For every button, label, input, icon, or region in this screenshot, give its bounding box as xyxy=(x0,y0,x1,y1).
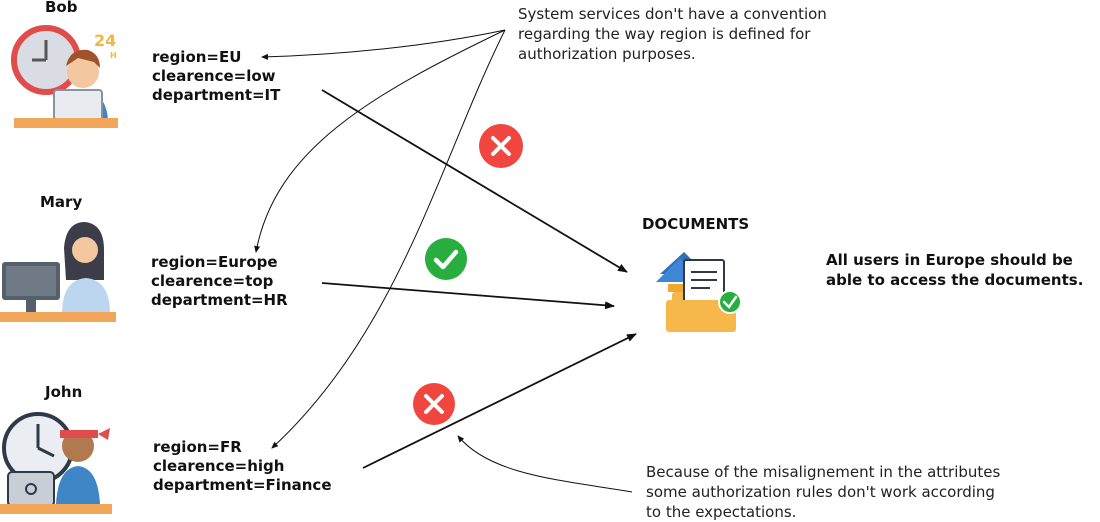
misalignment-note: Because of the misalignement in the attr… xyxy=(646,463,1001,521)
bob-avatar-icon: 24 H xyxy=(11,25,118,128)
user-name-mary: Mary xyxy=(40,193,83,211)
policy-statement: All users in Europe should be able to ac… xyxy=(826,251,1084,289)
user-name-john: John xyxy=(45,383,83,401)
x-circle-icon xyxy=(413,383,455,425)
mary-attr-department: department=HR xyxy=(151,291,288,309)
bob-attr-clearance: clearence=low xyxy=(152,67,276,85)
arrow-bob-to-documents xyxy=(321,89,628,273)
user-name-bob: Bob xyxy=(45,0,78,16)
services-convention-note: System services don't have a convention … xyxy=(518,5,827,63)
mary-attr-region: region=Europe xyxy=(151,253,278,271)
callout-curve-to-john xyxy=(271,29,506,449)
svg-text:H: H xyxy=(110,51,117,60)
arrow-mary-to-documents xyxy=(321,282,615,310)
x-circle-icon xyxy=(479,124,523,168)
callout-curve-to-mary xyxy=(254,29,506,253)
john-attr-clearance: clearence=high xyxy=(153,457,285,475)
arrow-john-to-documents xyxy=(362,333,637,469)
callout-curve-to-bob xyxy=(261,29,506,60)
john-attr-region: region=FR xyxy=(153,438,242,456)
john-attr-department: department=Finance xyxy=(153,476,332,494)
check-circle-icon xyxy=(425,238,467,280)
mary-attr-clearance: clearence=top xyxy=(151,272,274,290)
bob-attr-region: region=EU xyxy=(152,48,242,66)
svg-text:24: 24 xyxy=(94,31,116,50)
mary-avatar-icon xyxy=(0,222,116,322)
john-avatar-icon xyxy=(0,412,112,514)
documents-title: DOCUMENTS xyxy=(642,215,750,233)
callout-curve-misalignment xyxy=(457,435,633,493)
bob-attr-department: department=IT xyxy=(152,86,281,104)
documents-folder-icon xyxy=(656,252,742,332)
